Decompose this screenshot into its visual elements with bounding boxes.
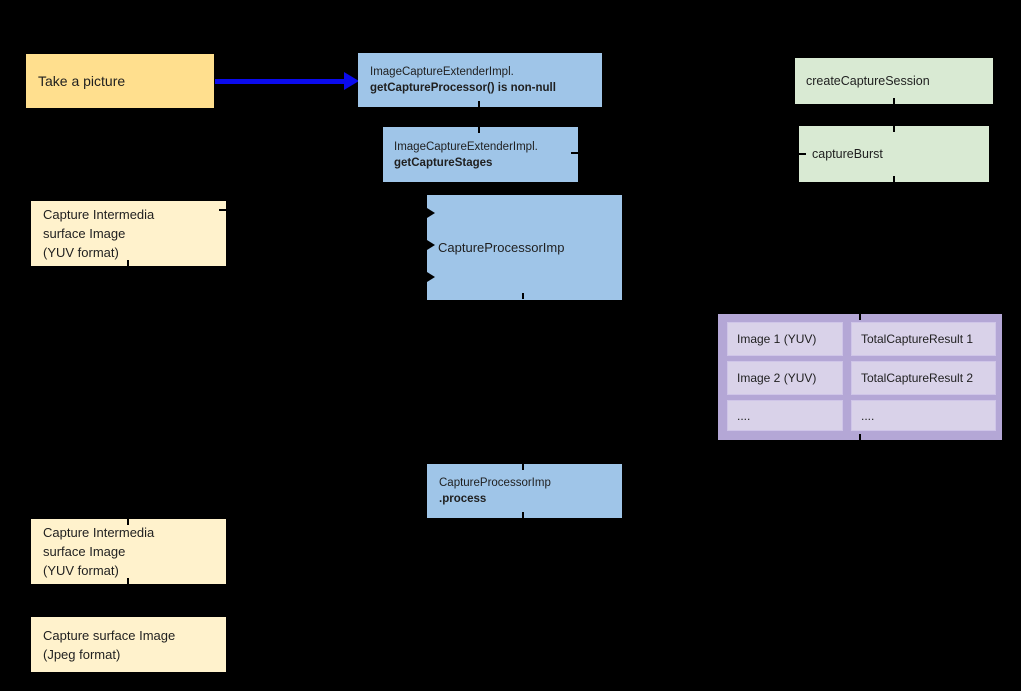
- node-capture-surface-jpeg: Capture surface Image (Jpeg format): [31, 617, 226, 672]
- burst-results-table: Image 1 (YUV) TotalCaptureResult 1 Image…: [718, 314, 1002, 440]
- node-capture-surface-jpeg-line2: (Jpeg format): [43, 646, 121, 662]
- node-capture-processor-process-line2: .process: [439, 493, 487, 505]
- table-cell-result-2: TotalCaptureResult 2: [851, 361, 996, 395]
- node-capture-intermedia-bottom-line1: Capture Intermedia: [43, 525, 155, 540]
- table-cell-image-2: Image 2 (YUV): [727, 361, 843, 395]
- connector-stub: [127, 260, 129, 266]
- connector-stub: [219, 209, 226, 211]
- node-capture-intermedia-surface-bottom: Capture Intermedia surface Image (YUV fo…: [31, 519, 226, 584]
- node-capture-burst: captureBurst: [799, 126, 989, 182]
- node-get-capture-stages: ImageCaptureExtenderImpl. getCaptureStag…: [383, 127, 578, 182]
- table-cell-image-more-label: ....: [737, 408, 751, 423]
- node-capture-burst-label: captureBurst: [812, 147, 883, 161]
- node-get-capture-stages-line2: getCaptureStages: [394, 156, 493, 169]
- connector-stub: [522, 293, 524, 299]
- connector-stub: [571, 152, 578, 154]
- node-get-capture-processor: ImageCaptureExtenderImpl. getCaptureProc…: [358, 53, 602, 107]
- table-cell-result-1-label: TotalCaptureResult 1: [861, 332, 974, 346]
- table-cell-result-1: TotalCaptureResult 1: [851, 322, 996, 356]
- node-capture-intermedia-bottom-line3: (YUV format): [43, 563, 119, 578]
- connector-arrowhead-icon: [427, 240, 435, 250]
- table-cell-result-more: ....: [851, 400, 996, 431]
- connector-stub: [893, 176, 895, 182]
- node-create-capture-session-label: createCaptureSession: [806, 74, 930, 88]
- table-cell-image-more: ....: [727, 400, 843, 431]
- table-cell-image-1: Image 1 (YUV): [727, 322, 843, 356]
- node-capture-intermedia-top-line3: (YUV format): [43, 245, 119, 260]
- node-take-a-picture: Take a picture: [26, 54, 214, 108]
- connector-stub: [859, 314, 861, 320]
- flow-arrow-head-icon: [344, 72, 359, 90]
- node-capture-processor-imp-label: CaptureProcessorImp: [438, 239, 565, 255]
- connector-arrowhead-icon: [427, 272, 435, 282]
- node-capture-surface-jpeg-line1: Capture surface Image: [43, 627, 176, 643]
- node-create-capture-session: createCaptureSession: [795, 58, 993, 104]
- connector-stub: [859, 434, 861, 440]
- node-capture-intermedia-top-line1: Capture Intermedia: [43, 207, 155, 222]
- connector-stub: [478, 127, 480, 133]
- table-cell-image-2-label: Image 2 (YUV): [737, 371, 817, 385]
- node-get-capture-processor-line1: ImageCaptureExtenderImpl.: [370, 66, 514, 78]
- node-take-a-picture-label: Take a picture: [38, 73, 126, 89]
- node-capture-processor-imp: CaptureProcessorImp: [427, 195, 622, 300]
- connector-arrowhead-icon: [427, 208, 435, 218]
- connector-stub: [522, 512, 524, 518]
- table-cell-result-more-label: ....: [861, 408, 875, 423]
- connector-stub: [127, 578, 129, 584]
- connector-stub: [799, 153, 806, 155]
- flow-arrow-shaft: [215, 79, 345, 84]
- table-cell-image-1-label: Image 1 (YUV): [737, 332, 817, 346]
- node-capture-processor-process-line1: CaptureProcessorImp: [439, 477, 551, 489]
- node-capture-intermedia-top-line2: surface Image: [43, 226, 126, 241]
- node-get-capture-stages-line1: ImageCaptureExtenderImpl.: [394, 140, 538, 153]
- connector-stub: [522, 464, 524, 470]
- connector-stub: [893, 98, 895, 104]
- node-capture-intermedia-bottom-line2: surface Image: [43, 544, 126, 559]
- node-capture-processor-process: CaptureProcessorImp .process: [427, 464, 622, 518]
- connector-stub: [127, 519, 129, 525]
- connector-stub: [893, 126, 895, 132]
- connector-stub: [478, 101, 480, 107]
- table-cell-result-2-label: TotalCaptureResult 2: [861, 371, 974, 385]
- node-get-capture-processor-line2: getCaptureProcessor() is non-null: [370, 82, 556, 94]
- node-capture-intermedia-surface-top: Capture Intermedia surface Image (YUV fo…: [31, 201, 226, 266]
